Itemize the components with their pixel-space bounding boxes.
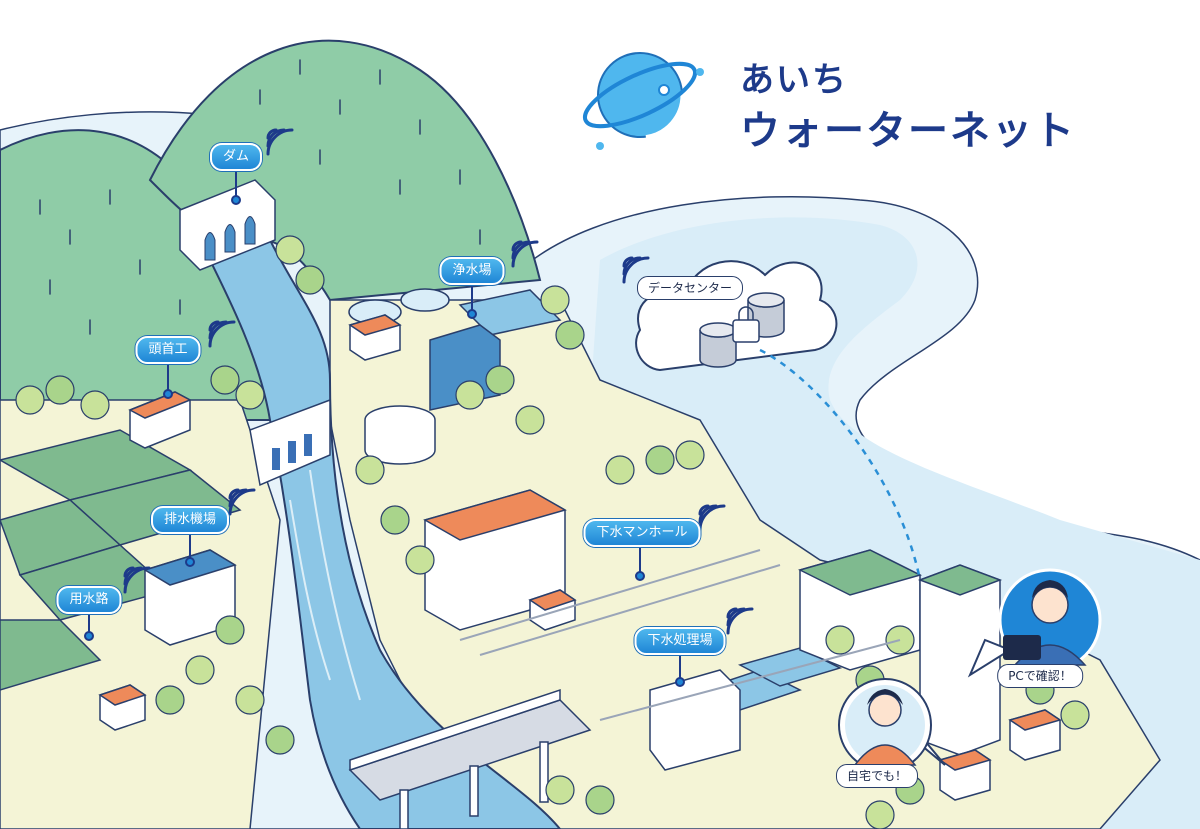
label-stems bbox=[84, 168, 685, 687]
label-sewage-plant: 下水処理場 bbox=[634, 627, 726, 655]
roads bbox=[459, 549, 901, 721]
mountain-texture bbox=[39, 59, 481, 335]
label-purification-plant: 浄水場 bbox=[439, 257, 505, 285]
floodgate bbox=[249, 398, 331, 487]
data-link-line bbox=[759, 348, 922, 581]
label-data-center: データセンター bbox=[636, 276, 744, 300]
label-dam: ダム bbox=[209, 143, 263, 171]
label-sewer-manhole: 下水マンホール bbox=[583, 519, 701, 547]
globe-orbit-icon bbox=[582, 51, 704, 150]
signal-icons bbox=[123, 128, 754, 635]
label-headworks: 頭首工 bbox=[135, 336, 201, 364]
trees bbox=[15, 235, 1090, 829]
home-user-bubble bbox=[838, 678, 946, 772]
buildings bbox=[98, 314, 1062, 801]
bridge bbox=[348, 688, 592, 829]
sewage-plant bbox=[649, 647, 843, 771]
label-irrigation-channel: 用水路 bbox=[56, 586, 122, 614]
data-center-cloud bbox=[635, 260, 838, 372]
office-worker-bubble bbox=[967, 568, 1102, 678]
label-drainage-pump: 排水機場 bbox=[150, 506, 230, 534]
logo-title-line2: ウォーターネット bbox=[740, 108, 1076, 154]
bubble-office: PCで確認！ bbox=[997, 664, 1083, 688]
logo-title-line1: あいち bbox=[740, 60, 848, 100]
river-waves bbox=[289, 469, 361, 701]
bubble-home: 自宅でも！ bbox=[835, 764, 919, 788]
dam-structure bbox=[179, 179, 276, 271]
